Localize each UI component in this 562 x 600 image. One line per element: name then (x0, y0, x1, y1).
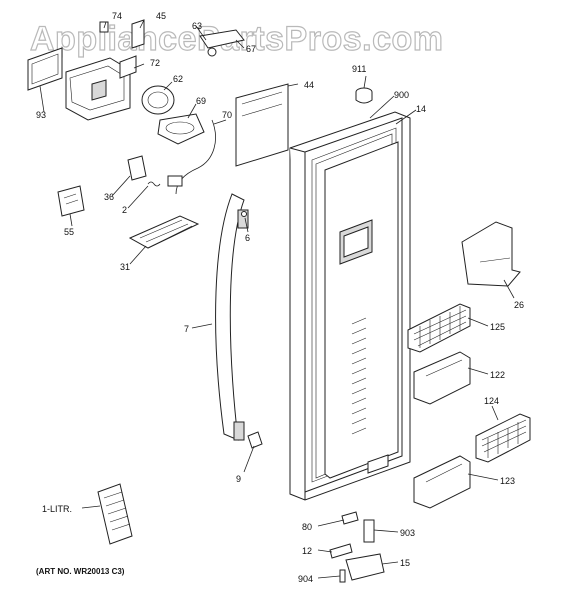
callout-900: 900 (394, 90, 409, 100)
callout-903: 903 (400, 528, 415, 538)
callout-67: 67 (246, 44, 256, 54)
callout-93: 93 (36, 110, 46, 120)
callout-904: 904 (298, 574, 313, 584)
callout-31: 31 (120, 262, 130, 272)
callout-36: 36 (104, 192, 114, 202)
bin-122 (413, 351, 471, 405)
callout-1-litr: 1-LITR. (42, 504, 72, 514)
bushing-80 (341, 511, 359, 525)
callout-74: 74 (112, 11, 122, 21)
switch-36 (127, 155, 147, 181)
callout-124: 124 (484, 396, 499, 406)
callout-45: 45 (156, 11, 166, 21)
callout-69: 69 (196, 96, 206, 106)
callout-62: 62 (173, 74, 183, 84)
actuator-pad-31 (128, 215, 200, 249)
plug-9 (247, 431, 263, 449)
wire-harness-70 (167, 119, 216, 195)
callout-80: 80 (302, 522, 312, 532)
callout-122: 122 (490, 370, 505, 380)
callout-14: 14 (416, 104, 426, 114)
pin-903 (363, 519, 375, 543)
callout-labels: 74 45 63 67 72 62 93 69 70 44 911 900 14… (36, 11, 524, 584)
ring-62 (141, 85, 175, 115)
owners-manual (97, 483, 133, 545)
dispenser-housing-93 (27, 47, 63, 91)
callout-2: 2 (122, 205, 127, 215)
callout-123: 123 (500, 476, 515, 486)
callout-125: 125 (490, 322, 505, 332)
callout-72: 72 (150, 58, 160, 68)
screw-6 (241, 211, 247, 217)
cover-72 (119, 55, 137, 79)
bin-123 (413, 455, 471, 509)
hinge-12 (329, 543, 353, 559)
spring-2 (147, 181, 161, 187)
callout-63: 63 (192, 21, 202, 31)
solenoid-63-67 (199, 29, 245, 57)
callout-7: 7 (184, 324, 189, 334)
glass-panel-44 (235, 83, 289, 167)
callout-9: 9 (236, 474, 241, 484)
dispenser-motor-assembly (65, 57, 131, 121)
actuator-55 (57, 185, 85, 217)
cap-911 (355, 87, 373, 104)
door-assembly (289, 111, 411, 501)
art-number: (ART NO. WR20013 C3) (36, 567, 125, 576)
screw-904 (339, 569, 346, 583)
hinge-15 (345, 553, 385, 581)
callout-15: 15 (400, 558, 410, 568)
callout-6: 6 (245, 233, 250, 243)
bracket-45 (131, 19, 145, 49)
shelf-125 (407, 303, 471, 353)
handle-7 (215, 193, 249, 441)
callout-911: 911 (352, 64, 366, 74)
callout-55: 55 (64, 227, 74, 237)
callout-70: 70 (222, 110, 232, 120)
cup-69 (157, 113, 205, 145)
shelf-124 (475, 413, 531, 463)
vent-slots (351, 317, 367, 435)
callout-26: 26 (514, 300, 524, 310)
leader-lines (39, 19, 515, 579)
chute-26 (461, 221, 521, 287)
callout-44: 44 (304, 80, 314, 90)
callout-12: 12 (302, 546, 312, 556)
